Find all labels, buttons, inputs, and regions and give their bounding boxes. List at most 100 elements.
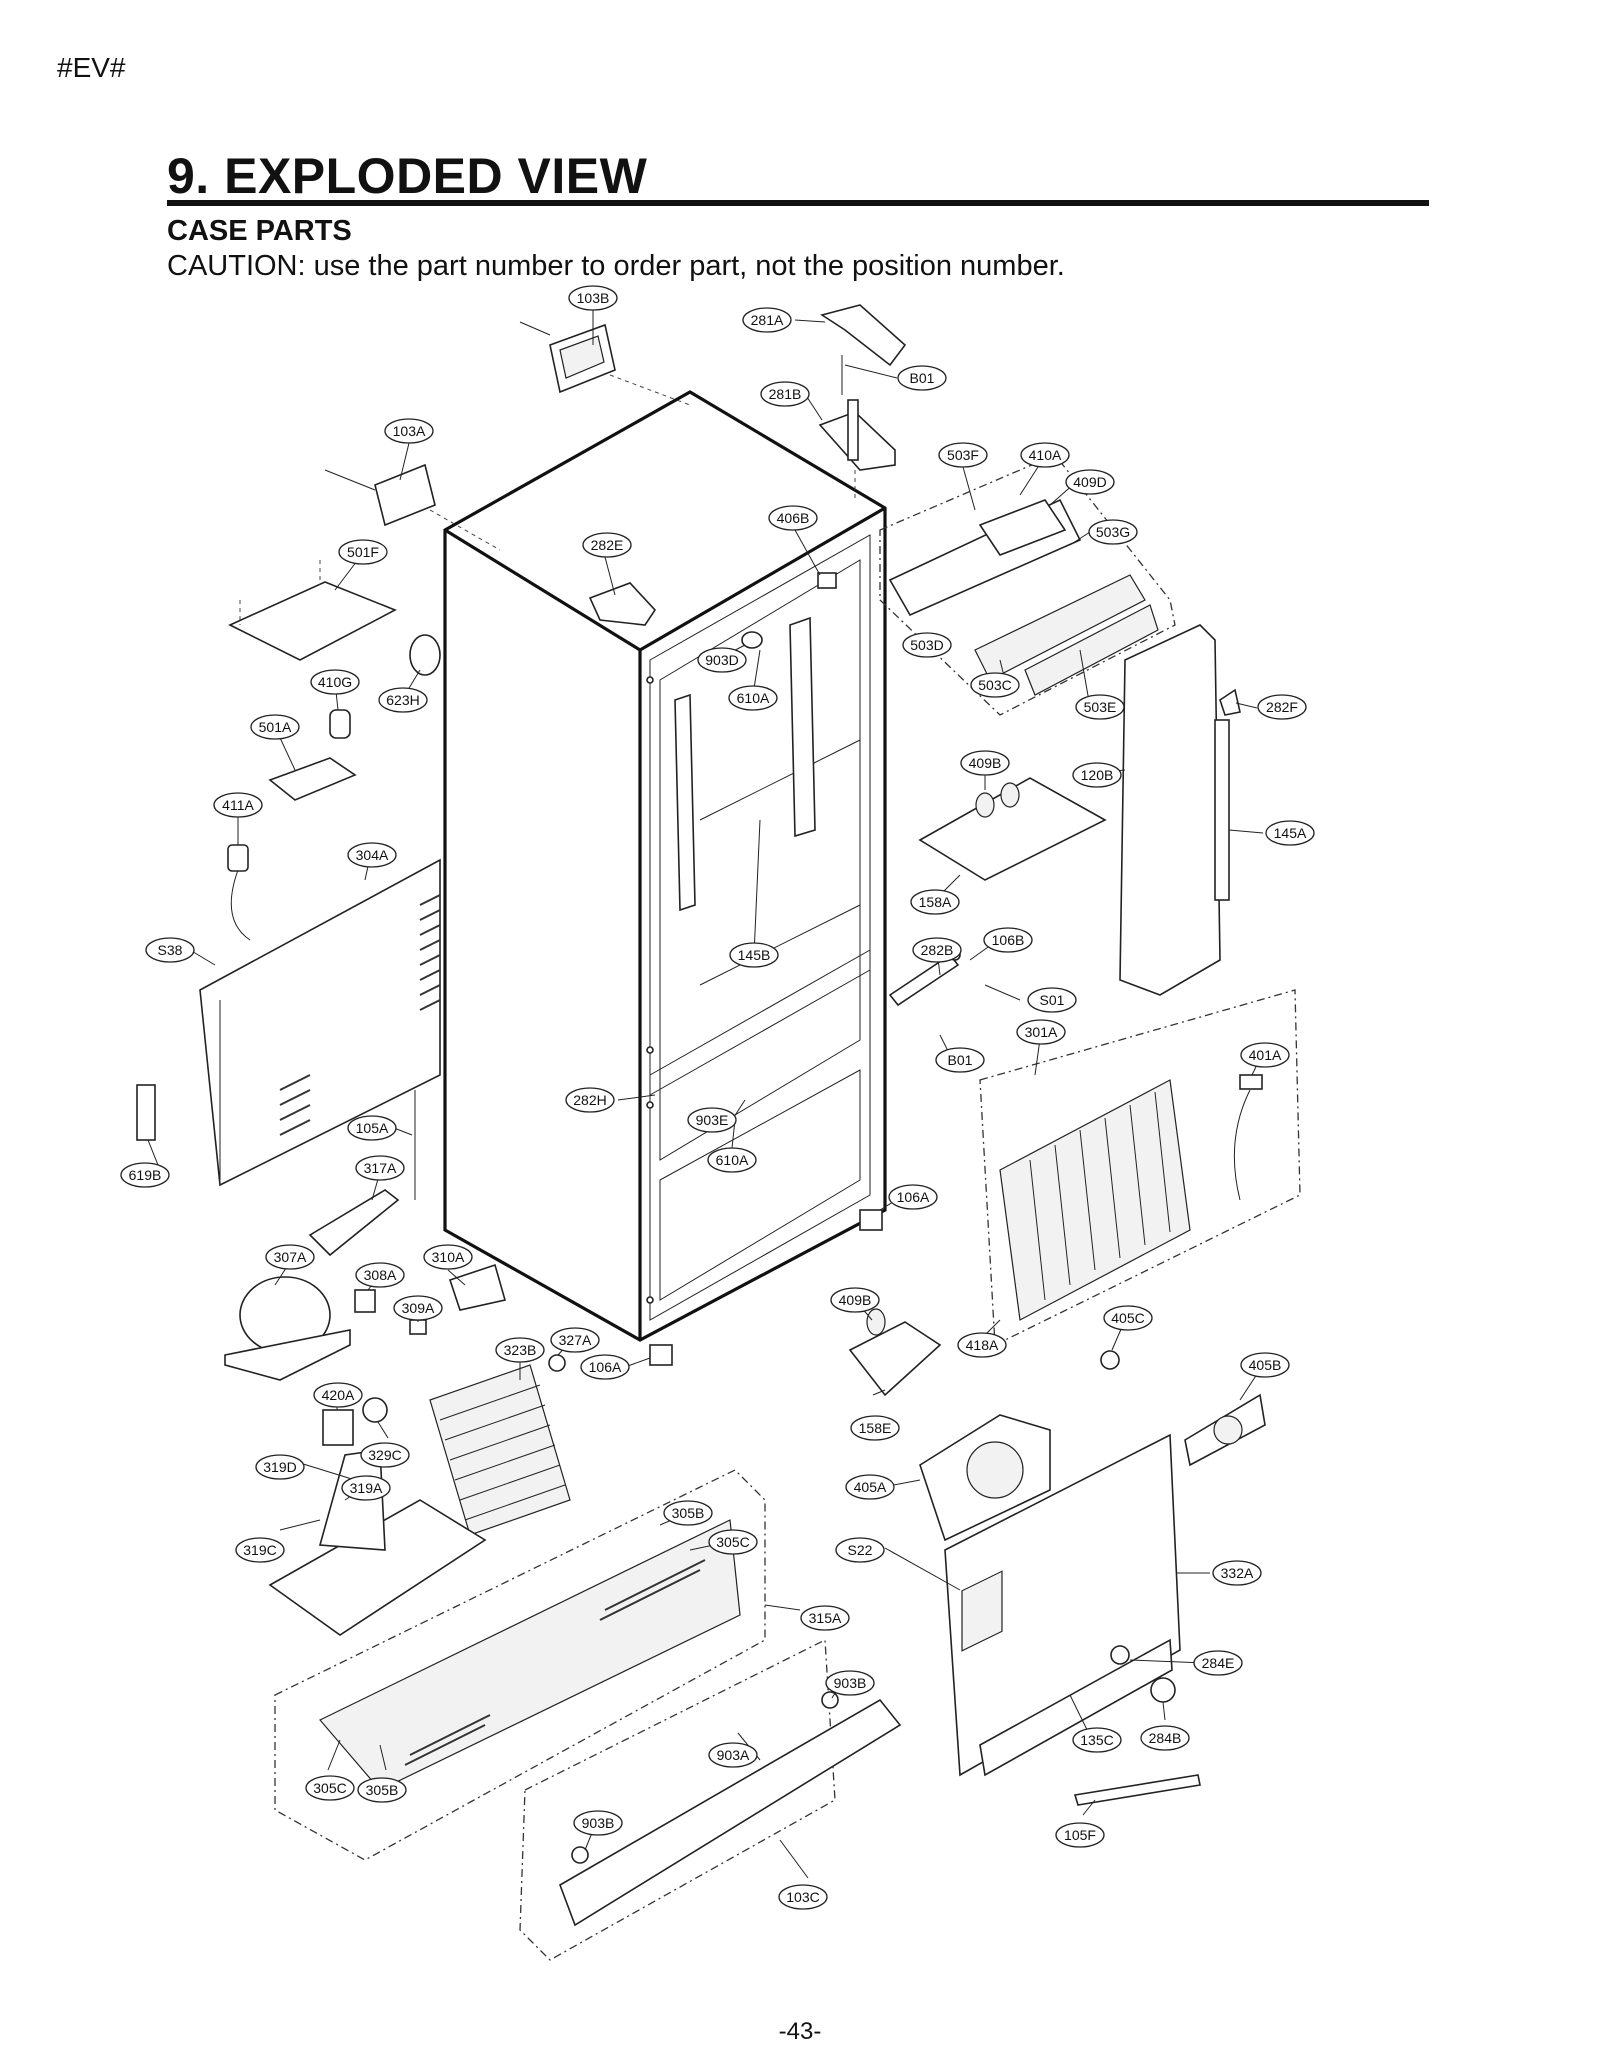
part-281A: [820, 304, 907, 367]
label-text: 315A: [809, 1610, 842, 1626]
label-text: 418A: [966, 1337, 999, 1353]
part-145B: [674, 616, 816, 912]
label-106A-right: 106A: [888, 1184, 938, 1210]
label-158E: 158E: [850, 1415, 900, 1441]
part-284E: [1110, 1645, 1130, 1665]
label-text: 284B: [1149, 1730, 1182, 1746]
part-327A: [548, 1354, 566, 1372]
label-317A: 317A: [355, 1155, 405, 1181]
part-103A: [324, 463, 501, 551]
part-282F: [1219, 688, 1241, 716]
label-903E: 903E: [687, 1107, 737, 1133]
label-105F: 105F: [1055, 1822, 1105, 1848]
label-619B: 619B: [120, 1162, 170, 1188]
label-103A: 103A: [384, 418, 434, 444]
label-text: 903B: [834, 1675, 867, 1691]
part-106A-foot: [649, 1209, 883, 1366]
label-text: 319D: [263, 1459, 296, 1475]
label-text: 103A: [393, 423, 426, 439]
label-305B-top: 305B: [663, 1500, 713, 1526]
label-text: S01: [1040, 992, 1065, 1008]
label-284B: 284B: [1140, 1725, 1190, 1751]
label-text: 106A: [897, 1189, 930, 1205]
label-310A: 310A: [423, 1244, 473, 1270]
label-405A: 405A: [845, 1474, 895, 1500]
part-401A: [1233, 1074, 1263, 1201]
label-305C-top: 305C: [708, 1529, 758, 1555]
part-158A: [918, 777, 1107, 881]
label-103B-top: 103B: [568, 285, 618, 311]
header-tag: #EV#: [57, 52, 126, 83]
label-text: B01: [948, 1052, 973, 1068]
label-332A: 332A: [1212, 1560, 1262, 1586]
label-text: 503C: [978, 677, 1011, 693]
label-S01: S01: [1027, 987, 1077, 1013]
label-text: 619B: [129, 1167, 162, 1183]
label-text: 409B: [969, 755, 1002, 771]
label-text: 623H: [386, 692, 419, 708]
label-text: 105F: [1064, 1827, 1096, 1843]
label-text: 503D: [910, 637, 943, 653]
label-text: 309A: [402, 1300, 435, 1316]
label-text: 317A: [364, 1160, 397, 1176]
label-text: 135C: [1080, 1732, 1113, 1748]
label-405C: 405C: [1103, 1305, 1153, 1331]
label-305B-bot: 305B: [357, 1777, 407, 1803]
label-text: 903E: [696, 1112, 729, 1128]
title-rule: [167, 200, 1429, 206]
label-text: 310A: [432, 1249, 465, 1265]
part-304A: [199, 858, 441, 1187]
label-501A: 501A: [250, 714, 300, 740]
label-text: 420A: [322, 1387, 355, 1403]
label-315A: 315A: [800, 1605, 850, 1631]
part-323B: [429, 1364, 571, 1536]
label-text: 503G: [1096, 524, 1130, 540]
label-text: 410G: [318, 674, 352, 690]
label-304A: 304A: [347, 842, 397, 868]
label-105A: 105A: [347, 1115, 397, 1141]
label-text: 406B: [777, 510, 810, 526]
label-903B-top: 903B: [825, 1670, 875, 1696]
label-text: 281A: [751, 312, 784, 328]
label-text: 308A: [364, 1267, 397, 1283]
label-text: 103B: [577, 290, 610, 306]
label-text: 281B: [769, 386, 802, 402]
part-619B: [136, 1084, 156, 1141]
label-text: 304A: [356, 847, 389, 863]
label-610A-bot: 610A: [707, 1147, 757, 1173]
label-text: 501F: [347, 544, 379, 560]
caution-note: CAUTION: use the part number to order pa…: [167, 250, 1065, 282]
part-411A: [227, 844, 251, 941]
label-120B: 120B: [1072, 762, 1122, 788]
label-text: 610A: [716, 1152, 749, 1168]
label-S22: S22: [835, 1537, 885, 1563]
part-329C: [362, 1397, 388, 1423]
part-301A: [979, 989, 1301, 1347]
label-319D: 319D: [255, 1454, 305, 1480]
label-418A: 418A: [957, 1332, 1007, 1358]
part-317A: [308, 1189, 400, 1257]
label-text: 305C: [716, 1534, 749, 1550]
label-text: 903A: [717, 1747, 750, 1763]
label-text: 401A: [1249, 1047, 1282, 1063]
label-text: S38: [158, 942, 183, 958]
label-284E: 284E: [1193, 1650, 1243, 1676]
part-120B: [1119, 624, 1230, 996]
label-text: 327A: [559, 1332, 592, 1348]
label-405B: 405B: [1240, 1352, 1290, 1378]
part-319A: [268, 1449, 487, 1636]
label-327A: 327A: [550, 1327, 600, 1353]
label-B01-top: B01: [897, 365, 947, 391]
label-text: 610A: [737, 690, 770, 706]
part-410G: [329, 709, 351, 739]
label-S38: S38: [145, 937, 195, 963]
label-411A: 411A: [213, 792, 263, 818]
label-106B: 106B: [983, 927, 1033, 953]
label-145A: 145A: [1265, 820, 1315, 846]
section-subtitle: CASE PARTS: [167, 215, 352, 247]
label-text: 282F: [1266, 699, 1298, 715]
part-903B-caps: [571, 1691, 839, 1864]
label-401A: 401A: [1240, 1042, 1290, 1068]
label-503D: 503D: [902, 632, 952, 658]
label-text: 409B: [839, 1292, 872, 1308]
